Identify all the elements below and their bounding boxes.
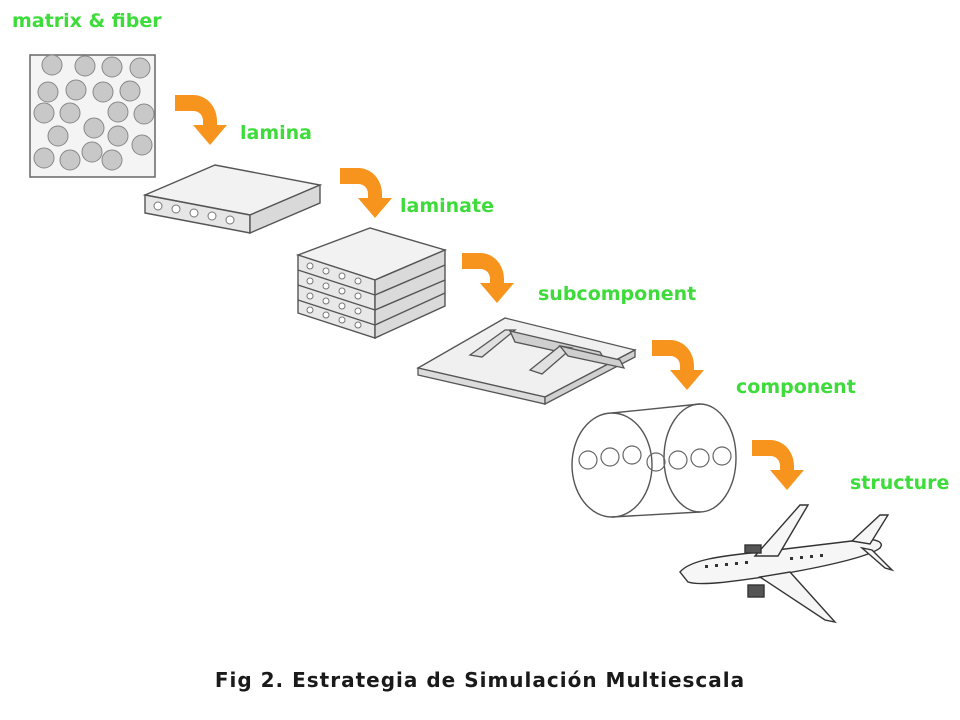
matrix-fiber-label: matrix & fiber (12, 10, 162, 32)
subcomponent-icon (416, 317, 637, 406)
lamina-icon (142, 164, 323, 235)
laminate-icon (295, 227, 448, 340)
figure-caption: Fig 2. Estrategia de Simulación Multiesc… (214, 668, 746, 692)
component-label: component (736, 376, 856, 398)
curved-arrow-icon (175, 95, 227, 145)
lamina-label: lamina (240, 122, 312, 144)
airplane-icon (679, 504, 895, 624)
curved-arrow-icon (462, 253, 514, 303)
structure-label: structure (850, 472, 950, 494)
matrix-fiber-icon (29, 54, 156, 178)
component-icon (571, 403, 737, 518)
curved-arrow-icon (652, 340, 704, 390)
curved-arrow-icon (752, 440, 804, 490)
laminate-label: laminate (400, 195, 494, 217)
subcomponent-label: subcomponent (538, 283, 697, 305)
curved-arrow-icon (340, 168, 392, 218)
